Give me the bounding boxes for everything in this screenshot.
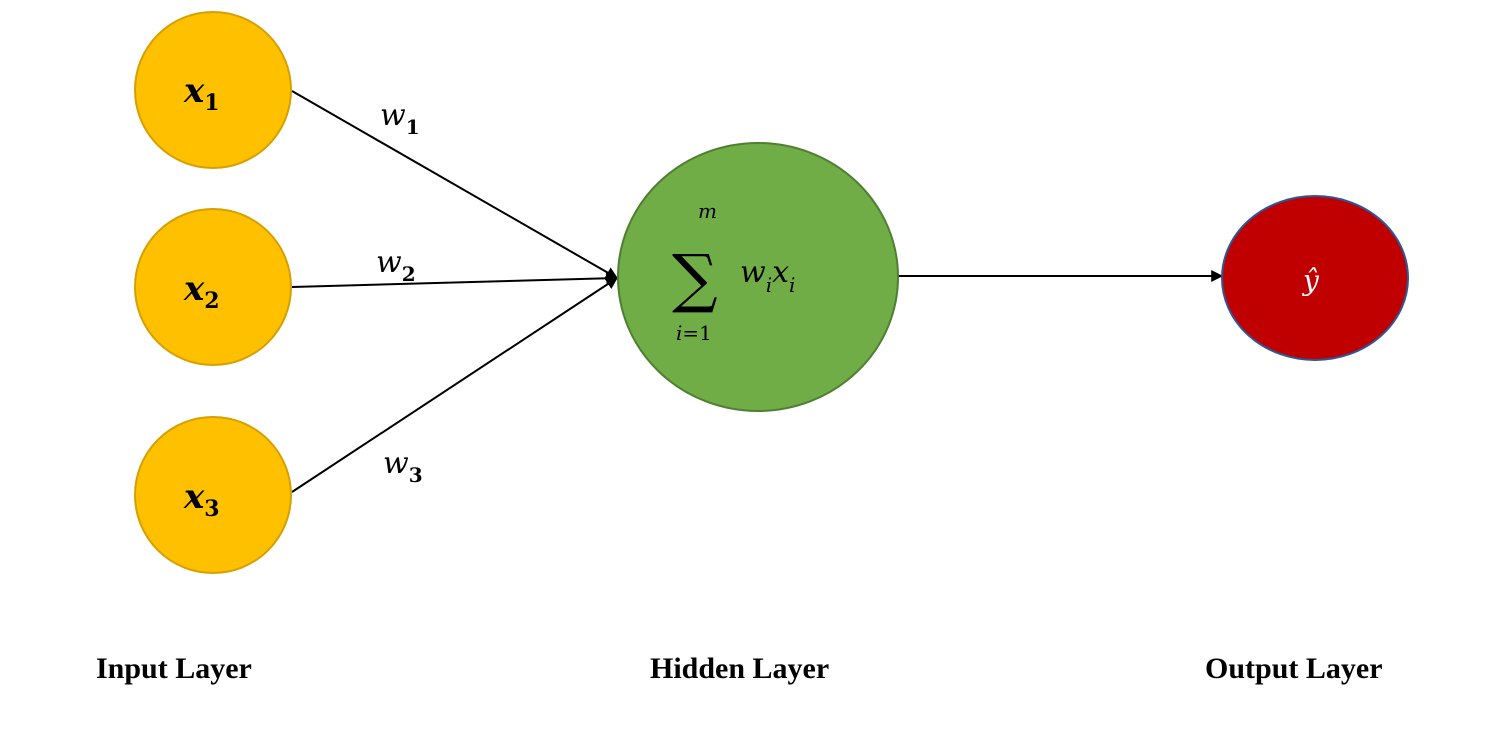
input-node-3: x3	[134, 416, 292, 574]
sum-lower-limit: i=1	[676, 321, 712, 345]
weight-label-1: w1	[380, 98, 420, 139]
input-node-3-label: x3	[183, 477, 220, 522]
sum-term: wixi	[740, 255, 795, 297]
weight-label-2: w2	[376, 245, 416, 286]
input-node-1-label: x1	[183, 71, 220, 116]
sum-symbol: ∑	[672, 242, 718, 316]
output-label: ŷ	[1301, 264, 1320, 297]
input-node-2-label: x2	[183, 269, 220, 314]
output-node-circle	[1221, 195, 1409, 361]
edge-x2-to-hidden	[291, 272, 619, 288]
sum-upper-limit: m	[698, 199, 717, 223]
output-layer-label: Output Layer	[1205, 652, 1383, 685]
input-layer-label: Input Layer	[96, 652, 252, 685]
hidden-node-circle	[617, 142, 899, 412]
input-node-3-circle	[134, 416, 292, 574]
edge-x3-to-hidden	[291, 277, 619, 493]
edge-x1-to-hidden	[291, 90, 619, 279]
hidden-layer-label: Hidden Layer	[650, 652, 829, 685]
output-node: ŷ	[1221, 195, 1409, 361]
weight-label-3: w3	[383, 446, 423, 487]
input-node-2-circle	[134, 208, 292, 366]
input-node-1-circle	[134, 11, 292, 169]
input-node-2: x2	[134, 208, 292, 366]
input-node-1: x1	[134, 11, 292, 169]
hidden-node: m ∑ i=1 wixi	[617, 142, 899, 412]
